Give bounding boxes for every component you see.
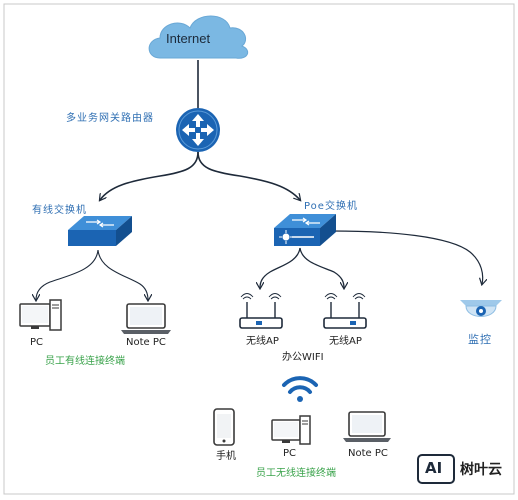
phone-icon — [213, 408, 235, 446]
laptop-icon — [343, 411, 391, 442]
ap2-label: 无线AP — [329, 336, 362, 347]
link-wired-notepc — [97, 249, 148, 300]
wifi-icon — [282, 376, 318, 402]
link-router-wired-switch — [100, 151, 199, 200]
diagram-frame — [3, 3, 515, 495]
pc-icon — [19, 299, 62, 331]
camera-label: 监控 — [468, 333, 492, 346]
camera-icon — [460, 300, 502, 317]
phone-label: 手机 — [216, 451, 236, 462]
link-poe-ap1 — [260, 247, 301, 288]
internet-label: Internet — [166, 31, 211, 46]
pc-wired-label: PC — [30, 337, 44, 348]
notepc-wireless-label: Note PC — [348, 448, 388, 459]
router-icon — [176, 108, 220, 152]
poe-switch-icon — [274, 214, 336, 246]
poe-switch-label: Poe交换机 — [304, 201, 358, 212]
wired-switch-icon — [68, 216, 132, 246]
link-wired-pc — [36, 249, 99, 300]
pc-wireless-label: PC — [283, 448, 297, 459]
link-poe-ap2 — [299, 247, 344, 288]
wireless-group-label: 员工无线连接终端 — [256, 468, 336, 479]
watermark-logo-text: AI — [425, 459, 443, 477]
link-poe-camera — [331, 230, 483, 284]
ap1-label: 无线AP — [246, 336, 279, 347]
links — [36, 60, 483, 300]
link-router-poe-switch — [197, 151, 300, 200]
access-point-icon — [239, 293, 283, 329]
office-wifi-label: 办公WIFI — [282, 352, 324, 363]
wired-switch-label: 有线交换机 — [32, 205, 87, 216]
router-label: 多业务网关路由器 — [66, 113, 154, 124]
access-point-icon — [323, 293, 367, 329]
internet-cloud-icon — [148, 15, 249, 59]
watermark-logo — [417, 454, 455, 484]
notepc-wired-label: Note PC — [126, 337, 166, 348]
wired-group-label: 员工有线连接终端 — [45, 356, 125, 367]
watermark-brand: 树叶云 — [460, 462, 502, 478]
laptop-icon — [121, 303, 171, 334]
pc-icon — [271, 415, 311, 445]
